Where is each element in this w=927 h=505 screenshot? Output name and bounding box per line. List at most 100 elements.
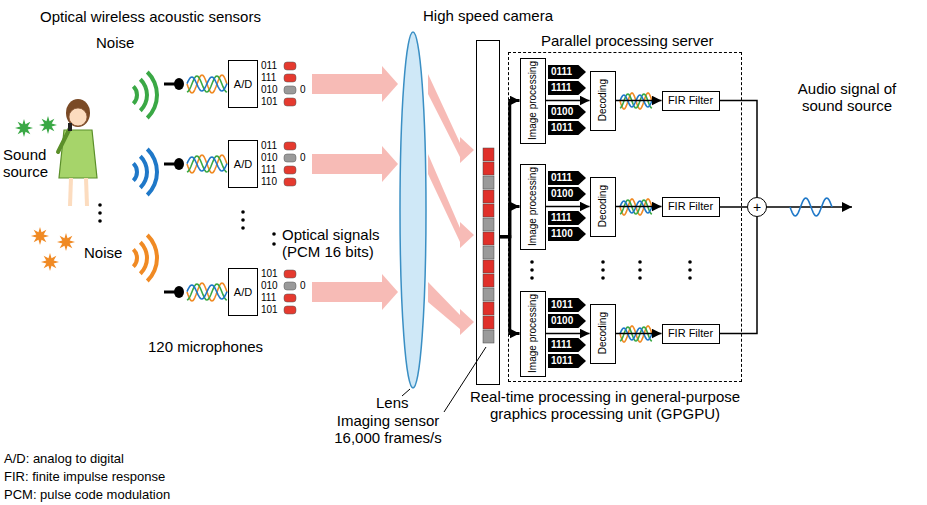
box-label: Image processing	[527, 61, 539, 140]
ellipsis-dot	[601, 260, 605, 264]
microphone	[174, 286, 184, 298]
sensor-pixel	[483, 204, 494, 217]
sensor-pixel	[483, 302, 494, 315]
hand-microphone	[68, 123, 72, 131]
bit-value: 010	[261, 152, 278, 164]
ellipsis-dot	[638, 268, 642, 272]
sound-arc	[146, 71, 159, 120]
led	[284, 306, 296, 314]
annotation: FIR: finite impulse response	[4, 470, 165, 485]
annotation: Optical signals (PCM 16 bits)	[282, 226, 398, 261]
bit-value: 111	[261, 72, 276, 84]
sound-arc	[146, 148, 159, 197]
noise-splat	[41, 253, 59, 271]
box-label: A/D	[234, 286, 252, 299]
bit-code: 1100	[548, 227, 586, 241]
sound-arc	[139, 241, 149, 275]
ellipsis-dot	[601, 276, 605, 280]
process-box: Image processing	[520, 291, 546, 377]
connector	[616, 206, 662, 208]
ellipsis-dot	[530, 268, 534, 272]
process-box: Decoding	[590, 71, 616, 131]
ellipsis-dot	[688, 268, 692, 272]
led	[284, 294, 296, 302]
bit-value: 101	[261, 268, 278, 280]
filter-box: FIR Filter	[662, 91, 720, 111]
ellipsis-dot	[241, 218, 245, 222]
bit-value: 0	[300, 152, 306, 164]
light-beam	[312, 146, 398, 182]
annotation: A/D: analog to digital	[4, 452, 124, 467]
ellipsis-dot	[98, 219, 102, 223]
annotation: 120 microphones	[148, 338, 263, 355]
annotation: Sound source	[3, 146, 61, 181]
ellipsis-dot	[688, 276, 692, 280]
box-label: Decoding	[597, 79, 609, 121]
led	[284, 86, 296, 94]
bit-code: 1011	[548, 354, 586, 368]
ellipsis-dot	[98, 203, 102, 207]
sensor-pixel	[483, 162, 494, 175]
signal-wave	[187, 156, 227, 172]
summing-junction: +	[747, 197, 767, 217]
sensor-pixel	[483, 148, 494, 161]
connector	[720, 217, 758, 334]
connector	[500, 207, 520, 237]
bit-value: 0	[300, 84, 306, 96]
bit-value: 110	[261, 176, 277, 188]
converter-box: A/D	[228, 268, 258, 316]
box-label: A/D	[234, 158, 252, 171]
signal-wave	[187, 75, 227, 93]
box-label: Decoding	[597, 312, 609, 354]
bit-value: 011	[261, 60, 277, 72]
signal-wave	[187, 284, 227, 300]
box-label: Image processing	[527, 294, 539, 373]
output-wave	[790, 198, 832, 216]
noise-splat	[39, 116, 57, 134]
group-heading: Parallel processing server	[541, 32, 714, 49]
filter-box: FIR Filter	[662, 197, 720, 217]
annotation: Audio signal of sound source	[782, 80, 912, 115]
ellipsis-dot	[272, 242, 276, 246]
sensor-pixel	[483, 232, 494, 245]
sound-arc	[132, 248, 139, 268]
bit-value: 111	[261, 164, 276, 176]
output-arrow	[765, 206, 852, 208]
bit-code: 0111	[548, 171, 586, 185]
box-label: A/D	[234, 78, 252, 91]
led	[284, 142, 296, 150]
bit-code: 1011	[548, 121, 586, 135]
signal-wave	[187, 283, 227, 301]
ellipsis-dot	[638, 276, 642, 280]
light-beam	[312, 66, 398, 102]
ellipsis-dot	[638, 260, 642, 264]
connector	[720, 206, 748, 208]
process-box: Image processing	[520, 164, 546, 250]
leg	[70, 178, 71, 206]
led	[284, 282, 296, 290]
bit-value: 111	[261, 292, 276, 304]
ellipsis-dot	[98, 211, 102, 215]
group-heading: High speed camera	[423, 7, 553, 24]
box-label: +	[753, 200, 761, 214]
microphone	[174, 158, 184, 170]
ellipsis-dot	[688, 260, 692, 264]
bit-code: 1111	[548, 338, 586, 352]
ellipsis-dot	[241, 226, 245, 230]
sensor-pixel	[483, 316, 494, 329]
annotation: Noise	[84, 244, 122, 261]
sound-arc	[146, 234, 159, 283]
light-beam	[428, 154, 474, 248]
speaker-figure	[58, 99, 97, 206]
process-box: Decoding	[590, 304, 616, 364]
process-box: Decoding	[590, 177, 616, 237]
connector	[546, 206, 590, 208]
annotation: Imaging sensor 16,000 frames/s	[326, 412, 450, 447]
bit-value: 101	[261, 96, 278, 108]
light-beam	[312, 274, 398, 310]
converter-box: A/D	[228, 140, 258, 188]
signal-wave	[187, 157, 227, 171]
connector	[546, 100, 590, 102]
